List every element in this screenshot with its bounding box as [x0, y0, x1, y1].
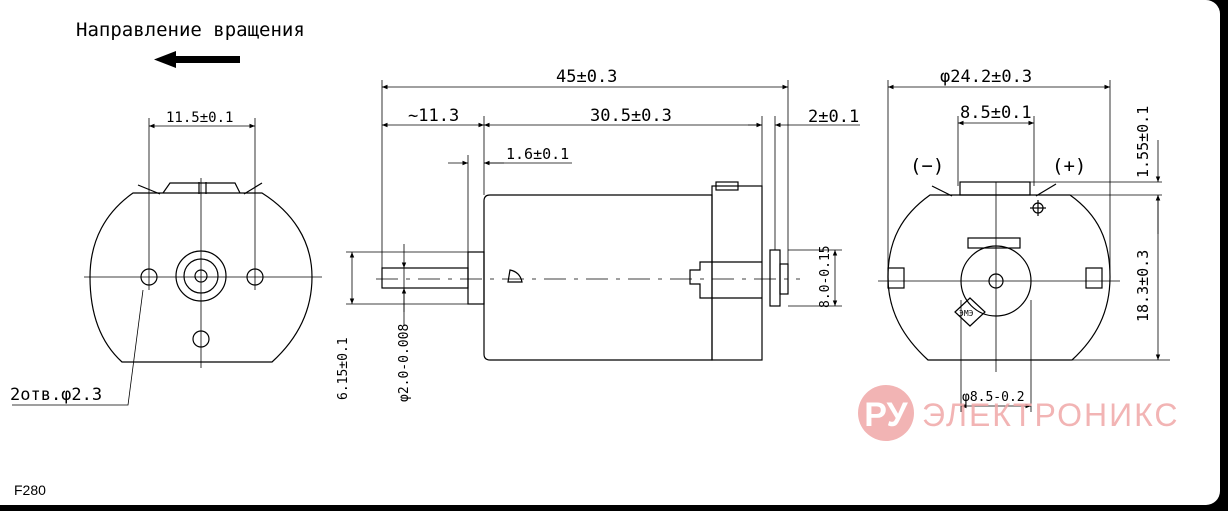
left-view-centerlines — [12, 118, 322, 406]
minus-terminal-label: (−) — [910, 155, 944, 177]
right-end-view — [887, 181, 1111, 361]
side-view-dimension-lines — [346, 80, 860, 326]
shaft-height-dimension: 6.15±0.1 — [336, 337, 351, 400]
terminal-spacing-dimension: 8.5±0.1 — [960, 103, 1032, 123]
end-cap-height-dimension: 8.0-0.15 — [818, 245, 833, 308]
holes-callout: 2отв.φ2.3 — [10, 385, 102, 405]
watermark-text: ЭЛЕКТРОНИКС — [922, 397, 1180, 433]
left-arrow-icon — [154, 51, 240, 68]
body-length-dimension: 30.5±0.3 — [590, 106, 672, 126]
terminal-height-dimension: 1.55±0.1 — [1134, 106, 1152, 178]
flat-height-dimension: 18.3±0.3 — [1134, 250, 1152, 322]
hole-spacing-dimension: 11.5±0.1 — [166, 110, 233, 126]
boss-diameter-dimension: φ8.5-0.2 — [962, 390, 1025, 405]
rotation-direction-label: Направление вращения — [76, 19, 305, 41]
watermark-badge: РУ — [864, 396, 908, 434]
watermark-logo: РУ ЭЛЕКТРОНИКС — [858, 385, 1180, 441]
overall-length-dimension: 45±0.3 — [556, 67, 617, 87]
plus-terminal-label: (+) — [1052, 155, 1086, 177]
stamp-label: ЭМЭ — [959, 309, 974, 318]
shaft-length-dimension: ~11.3 — [408, 106, 459, 126]
terminal-offset-dimension: 2±0.1 — [808, 107, 859, 127]
side-view — [381, 181, 789, 361]
bushing-length-dimension: 1.6±0.1 — [506, 145, 569, 163]
shaft-diameter-dimension: φ2.0-0.008 — [397, 324, 412, 402]
diameter-dimension: φ24.2±0.3 — [940, 67, 1032, 87]
model-label: F280 — [14, 482, 46, 498]
right-view-centerlines — [878, 80, 1170, 412]
